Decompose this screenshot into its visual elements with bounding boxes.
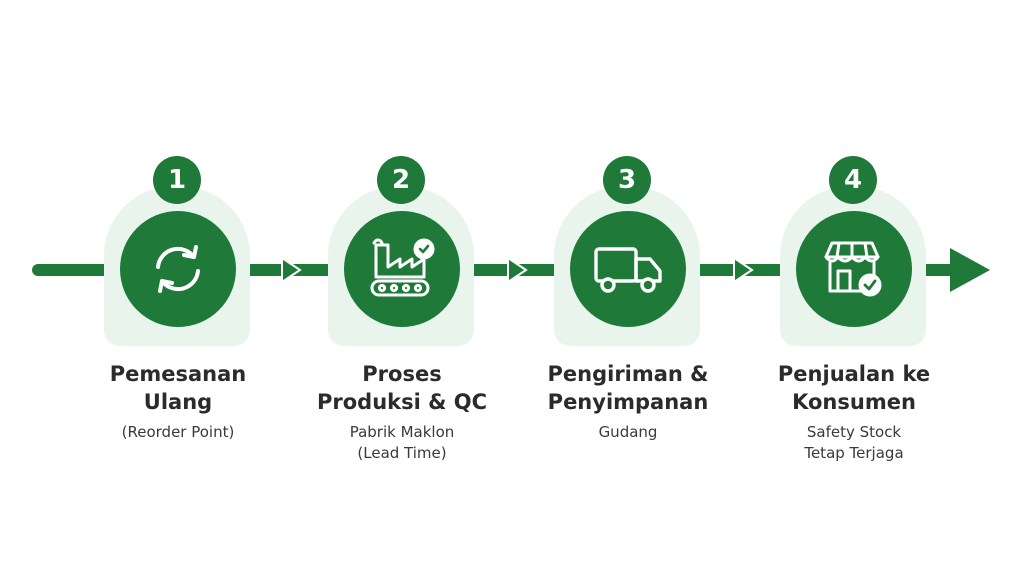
step-2: 2 Proses Produksi & QC Pabrik Maklon (Le… (292, 0, 512, 572)
step-4-subtitle: Safety Stock Tetap Terjaga (744, 422, 964, 464)
step-1-icon-circle (120, 211, 236, 327)
step-1: 1 Pemesanan Ulang (Reorder Point) (68, 0, 288, 572)
connector-chevron-1 (281, 256, 302, 284)
step-4-title-line2: Konsumen (792, 390, 916, 414)
truck-icon (594, 247, 662, 293)
step-3: 3 Pengiriman & Penyimpanan Gudang (518, 0, 738, 572)
step-2-subtitle: Pabrik Maklon (Lead Time) (292, 422, 512, 464)
step-4-subtitle-line2: Tetap Terjaga (804, 444, 904, 462)
step-3-title-line1: Pengiriman & (547, 362, 709, 386)
step-2-number-badge: 2 (377, 156, 425, 204)
step-2-title-line1: Proses (362, 362, 442, 386)
step-1-subtitle: (Reorder Point) (68, 422, 288, 443)
step-3-subtitle-line1: Gudang (598, 423, 658, 441)
step-1-title-line2: Ulang (143, 390, 213, 414)
step-3-icon-circle (570, 211, 686, 327)
step-3-title-line2: Penyimpanan (547, 390, 709, 414)
store-icon (824, 241, 882, 297)
step-2-subtitle-line1: Pabrik Maklon (349, 423, 455, 441)
step-2-title: Proses Produksi & QC (292, 360, 512, 416)
step-4-title: Penjualan ke Konsumen (744, 360, 964, 416)
refresh-icon (156, 245, 200, 293)
step-4-title-line1: Penjualan ke (777, 362, 931, 386)
flow-arrowhead (950, 248, 990, 292)
connector-chevron-3 (733, 256, 754, 284)
step-1-subtitle-line1: (Reorder Point) (121, 423, 235, 441)
step-4-subtitle-line1: Safety Stock (806, 423, 902, 441)
step-3-title: Pengiriman & Penyimpanan (518, 360, 738, 416)
connector-chevron-2 (507, 256, 528, 284)
step-4-number-badge: 4 (829, 156, 877, 204)
factory-icon (370, 238, 435, 297)
step-2-subtitle-line2: (Lead Time) (357, 444, 447, 462)
step-1-title-line1: Pemesanan (109, 362, 247, 386)
step-2-icon-circle (344, 211, 460, 327)
step-2-title-line2: Produksi & QC (316, 390, 488, 414)
step-3-subtitle: Gudang (518, 422, 738, 443)
step-4-icon-circle (796, 211, 912, 327)
step-1-number-badge: 1 (153, 156, 201, 204)
step-3-number-badge: 3 (603, 156, 651, 204)
step-4: 4 Penjualan ke Konsumen Safety Stock Tet… (744, 0, 964, 572)
step-1-title: Pemesanan Ulang (68, 360, 288, 416)
